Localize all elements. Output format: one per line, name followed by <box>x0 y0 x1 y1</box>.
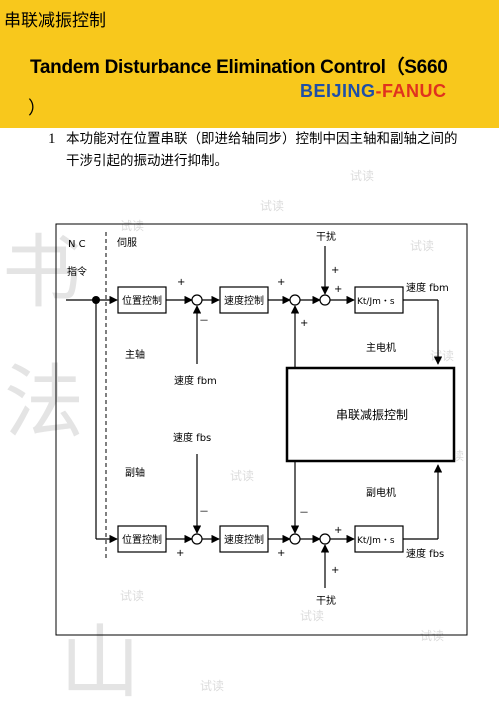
main-plus-3: + <box>300 318 308 329</box>
sub-plus-3: + <box>331 565 339 576</box>
intro-line-2: 干涉引起的振动进行抑制。 <box>66 153 228 169</box>
main-fbm-left-label: 速度 fbm <box>174 374 217 387</box>
sub-motor-transfer-block <box>354 525 404 553</box>
sub-velocity-control-label: 速度控制 <box>224 533 264 546</box>
main-plus-2: + <box>277 277 285 288</box>
main-sum-junction-2 <box>289 294 301 306</box>
main-sum-junction-1 <box>191 294 203 306</box>
title-banner: 串联减振控制 Tandem Disturbance Elimination Co… <box>0 0 499 128</box>
sub-plus-1: + <box>176 548 184 559</box>
main-disturbance-junction <box>319 294 331 306</box>
sub-motor-transfer-label: Kt/Jm・s <box>357 536 395 546</box>
logo-separator: - <box>375 81 383 101</box>
command-label: 指令 <box>67 265 87 278</box>
watermark-text: 试读 <box>410 238 434 253</box>
logo-fanuc: FANUC <box>382 81 447 101</box>
sub-minus-2: － <box>299 508 309 519</box>
sub-plus-2: + <box>277 548 285 559</box>
sub-position-control-label: 位置控制 <box>122 533 162 546</box>
main-position-control-block <box>117 286 167 314</box>
sub-fbs-left-label: 速度 fbs <box>173 431 211 444</box>
watermark-text: 试读 <box>350 168 374 183</box>
main-minus-1: － <box>199 316 209 327</box>
main-motor-transfer-block <box>354 286 404 314</box>
slide-title-chinese: 串联减振控制 <box>4 11 106 31</box>
watermark-text: 试读 <box>200 678 224 693</box>
slide-title-closing-paren: ） <box>28 98 46 119</box>
tandem-damping-control-label: 串联减振控制 <box>336 408 408 422</box>
sub-minus-1: － <box>199 507 209 518</box>
sub-disturbance-junction <box>319 533 331 545</box>
main-position-control-label: 位置控制 <box>122 294 162 307</box>
watermark-text: 试读 <box>230 468 254 483</box>
sub-fbs-right-label: 速度 fbs <box>406 547 444 560</box>
sub-disturbance-label: 干扰 <box>316 594 336 607</box>
sub-velocity-control-block <box>219 525 269 553</box>
main-disturbance-label: 干扰 <box>316 230 336 243</box>
sub-sum-junction-2 <box>289 533 301 545</box>
main-motor-label: 主电机 <box>366 341 396 354</box>
watermark-text: 试读 <box>120 218 144 233</box>
main-motor-transfer-label: Kt/Jm・s <box>357 297 395 307</box>
main-fbm-right-label: 速度 fbm <box>406 281 449 294</box>
main-plus-5: + <box>334 284 342 295</box>
main-plus-1: + <box>177 277 185 288</box>
watermark-calligraphy: 山 <box>60 616 140 706</box>
main-axis-label: 主轴 <box>125 348 145 361</box>
sub-position-control-block <box>117 525 167 553</box>
beijing-fanuc-logo: BEIJING-FANUC <box>300 81 447 102</box>
slide-title-english: Tandem Disturbance Elimination Control（S… <box>30 57 448 78</box>
main-plus-4: + <box>331 265 339 276</box>
watermark-text: 试读 <box>300 608 324 623</box>
sub-plus-4: + <box>334 525 342 536</box>
item-number: 1 <box>48 131 56 147</box>
intro-line-1: 本功能对在位置串联（即进给轴同步）控制中因主轴和副轴之间的 <box>66 131 458 147</box>
watermark-calligraphy: 书 <box>2 226 82 319</box>
diagram-border <box>55 223 468 636</box>
watermark-text: 试读 <box>120 588 144 603</box>
sub-motor-label: 副电机 <box>366 486 396 499</box>
watermark-text: 试读 <box>260 198 284 213</box>
logo-beijing: BEIJING <box>300 81 376 101</box>
nc-label: N C <box>68 239 86 250</box>
main-velocity-control-label: 速度控制 <box>224 294 264 307</box>
tandem-damping-control-block <box>285 366 456 463</box>
watermark-calligraphy: 法 <box>4 356 84 449</box>
servo-label: 伺服 <box>117 236 137 249</box>
sub-sum-junction-1 <box>191 533 203 545</box>
main-velocity-control-block <box>219 286 269 314</box>
sub-axis-label: 副轴 <box>125 466 145 479</box>
